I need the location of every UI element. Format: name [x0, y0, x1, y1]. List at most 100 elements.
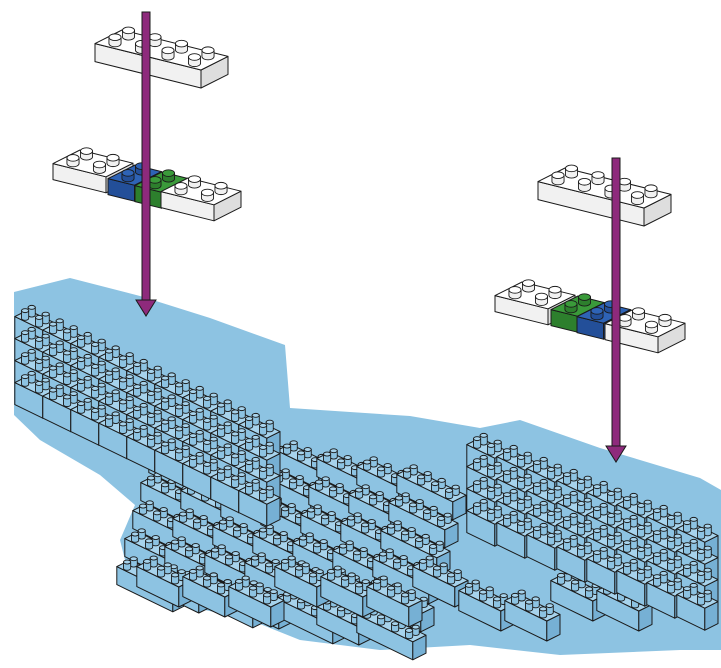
brick-stud-icon: [437, 516, 446, 528]
brick-stud-icon: [667, 537, 676, 550]
brick-stud-icon: [583, 519, 592, 533]
brick-stud-icon: [189, 433, 198, 446]
brick-stud-icon: [697, 593, 706, 606]
brick-stud-icon: [517, 455, 526, 468]
brick-stud-icon: [703, 589, 712, 603]
brick-stud-icon: [569, 468, 578, 482]
brick-stud-icon: [523, 473, 532, 487]
brick-stud-icon: [148, 33, 162, 48]
brick-stud-icon: [153, 409, 162, 423]
brick-stud-icon: [697, 527, 706, 540]
brick-stud-icon: [637, 569, 646, 582]
brick-stud-icon: [337, 458, 346, 470]
brick-stud-icon: [509, 444, 518, 458]
brick-stud-icon: [167, 394, 176, 407]
brick-stud-icon: [607, 513, 616, 526]
brick-stud-icon: [161, 397, 170, 411]
brick-stud-icon: [231, 431, 240, 445]
brick-stud-icon: [417, 474, 426, 486]
model-left-wall-brick: [238, 478, 281, 527]
brick-stud-icon: [563, 472, 572, 485]
brick-stud-icon: [63, 372, 72, 386]
brick-stud-icon: [147, 475, 156, 487]
brick-stud-icon: [217, 544, 226, 556]
brick-stud-icon: [119, 399, 128, 413]
brick-stud-icon: [233, 526, 242, 538]
brick-stud-icon: [77, 335, 86, 348]
brick-stud-icon: [245, 416, 254, 429]
brick-stud-icon: [125, 374, 134, 387]
brick-stud-icon: [175, 404, 184, 418]
brick-stud-icon: [283, 443, 292, 455]
brick-stud-icon: [387, 585, 396, 598]
brick-stud-icon: [171, 539, 180, 551]
brick-stud-icon: [175, 382, 184, 396]
brick-stud-icon: [195, 429, 204, 443]
brick-stud-icon: [321, 514, 330, 526]
brick-stud-icon: [653, 530, 662, 543]
brick-stud-icon: [347, 572, 356, 585]
brick-stud-icon: [409, 464, 418, 476]
brick-stud-icon: [185, 508, 194, 520]
brick-stud-icon: [313, 504, 322, 516]
brick-stud-icon: [613, 509, 622, 523]
brick-stud-icon: [217, 468, 226, 482]
brick-stud-icon: [321, 476, 330, 488]
brick-stud-icon: [55, 318, 64, 331]
brick-stud-icon: [393, 582, 402, 595]
brick-stud-icon: [479, 589, 488, 602]
brick-stud-icon: [111, 345, 120, 358]
brick-stud-icon: [333, 565, 342, 578]
brick-stud-icon: [359, 547, 368, 559]
brick-stud-icon: [167, 416, 176, 429]
brick-stud-icon: [517, 499, 526, 512]
brick-stud-icon: [181, 445, 190, 458]
brick-stud-icon: [79, 147, 94, 161]
brick-stud-icon: [147, 413, 156, 426]
brick-stud-icon: [423, 471, 432, 483]
brick-stud-icon: [637, 525, 646, 538]
brick-stud-icon: [105, 392, 114, 406]
brick-stud-icon: [185, 546, 194, 558]
brick-stud-icon: [617, 177, 632, 192]
brick-stud-icon: [329, 448, 338, 460]
model-right-wall-brick: [526, 522, 569, 571]
brick-stud-icon: [585, 586, 594, 599]
brick-stud-icon: [133, 362, 142, 375]
brick-stud-icon: [55, 340, 64, 353]
brick-stud-icon: [259, 445, 268, 458]
left-upper-plate: [94, 26, 229, 89]
brick-stud-icon: [181, 401, 190, 414]
brick-stud-icon: [281, 506, 290, 518]
brick-stud-icon: [287, 503, 296, 515]
arrow-down-icon: [135, 11, 157, 317]
brick-stud-icon: [153, 510, 162, 522]
brick-stud-icon: [523, 495, 532, 509]
brick-stud-icon: [415, 499, 424, 511]
right-upper-plate: [537, 164, 672, 227]
brick-stud-icon: [125, 352, 134, 365]
brick-stud-icon: [667, 581, 676, 594]
brick-stud-icon: [689, 560, 698, 574]
brick-stud-icon: [630, 191, 645, 206]
brick-stud-icon: [435, 540, 444, 552]
brick-stud-icon: [563, 516, 572, 529]
brick-stud-icon: [125, 396, 134, 409]
brick-stud-icon: [195, 451, 204, 465]
brick-stud-icon: [27, 370, 36, 384]
brick-stud-icon: [161, 375, 170, 389]
model-terrace-brick: [396, 464, 467, 521]
brick-stud-icon: [319, 539, 328, 551]
brick-stud-icon: [673, 555, 682, 569]
brick-stud-icon: [35, 359, 44, 372]
brick-stud-icon: [259, 423, 268, 436]
brick-stud-icon: [111, 367, 120, 380]
brick-stud-icon: [485, 586, 494, 599]
brick-stud-icon: [545, 603, 554, 616]
brick-stud-icon: [201, 46, 215, 61]
brick-stud-icon: [553, 507, 562, 521]
brick-stud-icon: [673, 533, 682, 547]
brick-stud-icon: [451, 484, 460, 496]
brick-stud-icon: [437, 477, 446, 490]
brick-stud-icon: [251, 456, 260, 470]
